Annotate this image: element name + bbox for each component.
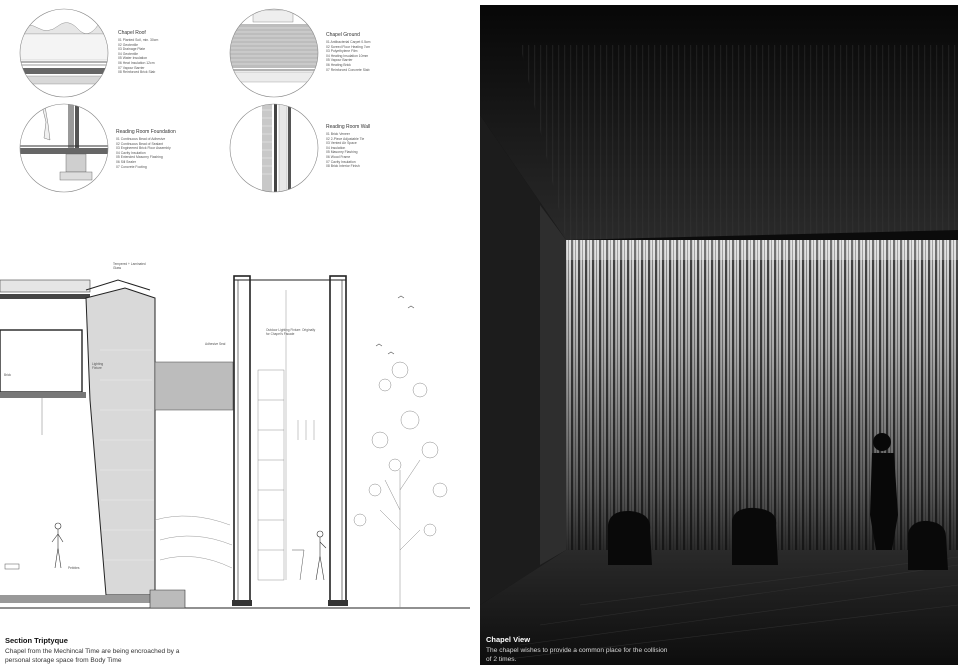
section-caption: Section Triptyque Chapel from the Mechin… <box>5 636 205 665</box>
detail-item: 08 Reinforced Brick Slab <box>118 70 156 75</box>
detail-title: Reading Room Wall <box>326 124 371 130</box>
detail-reading-room-foundation: Reading Room Foundation 01 Continuous Be… <box>18 102 218 194</box>
detail-item: 05 Water Insulation <box>118 56 148 61</box>
seat-silhouette-right <box>908 520 948 570</box>
label-pebbles: Pebbles <box>68 566 80 570</box>
person-figure-reading <box>315 530 327 581</box>
detail-title: Chapel Ground <box>326 32 360 38</box>
detail-item: 03 Polyethylene Film <box>326 49 358 54</box>
detail-item: 07 Concrete Footing <box>116 164 147 169</box>
detail-item: 05 Masonry Flashing <box>326 150 358 155</box>
chapel-render <box>480 5 958 665</box>
seat-silhouette-left <box>608 510 652 565</box>
detail-item: 06 Wood Frame <box>326 154 351 159</box>
section-drawing <box>0 275 470 609</box>
detail-item: 04 Heating Insulation 10mm <box>326 53 369 58</box>
detail-item: 04 Geotextile <box>118 51 138 56</box>
label-outdoor-lighting: Outdoor Lighting Fixture: Originally for… <box>266 328 316 336</box>
detail-list: 01 Planted Soil, min. 30cm 02 Geotextile… <box>118 38 158 75</box>
tree-sketch <box>353 361 448 608</box>
person-silhouette <box>870 433 898 550</box>
chapel-view-title: Chapel View <box>486 635 531 644</box>
detail-item: 04 Insulation <box>326 145 346 150</box>
label-brick: Brick <box>4 373 12 377</box>
detail-item: 06 Sill Sealer <box>116 159 136 164</box>
detail-item: 03 Engineered Brick Floor Assembly <box>116 146 171 151</box>
detail-item: 05 Vapour Barrier <box>326 58 353 63</box>
detail-item: 01 Brick Veneer <box>326 132 350 136</box>
detail-item: 02 Continuous Bead of Sealant <box>116 141 163 146</box>
detail-circle-chapel-ground <box>229 8 319 98</box>
drawing-panel: Chapel Roof 01 Planted Soil, min. 30cm 0… <box>0 0 470 671</box>
detail-item: 07 Cavity Insulation <box>326 159 356 164</box>
detail-reading-room-wall: Reading Room Wall 01 Brick Veneer 02 2-P… <box>228 102 428 194</box>
detail-circle-wall <box>229 103 319 193</box>
detail-item: 06 Heat Insulation 12cm <box>118 60 155 65</box>
seat-silhouette-mid <box>732 507 778 565</box>
detail-item: 06 Heating Brick <box>326 62 351 67</box>
detail-item: 08 Brick Interior Finish <box>326 164 360 169</box>
detail-item: 03 Vented Air Space <box>326 141 357 146</box>
section-caption-title: Section Triptyque <box>5 636 68 645</box>
detail-item: 02 Screed Floor Heating 7cm <box>326 44 371 49</box>
detail-item: 02 Geotextile <box>118 42 138 47</box>
label-lighting-fixture: Lighting Fixture <box>92 362 104 370</box>
label-adhesive-seal: Adhesive Seal <box>205 342 226 346</box>
person-figure <box>51 522 64 569</box>
chapel-view-image <box>480 5 958 665</box>
detail-title: Reading Room Foundation <box>116 129 176 135</box>
section-caption-text: Chapel from the Mechincal Time are being… <box>5 648 180 664</box>
detail-circle-foundation <box>19 103 109 193</box>
bird-marks <box>375 295 415 355</box>
chapel-view-text: The chapel wishes to provide a common pl… <box>486 647 668 663</box>
label-tempered-glass: Tempered + Laminated Glass <box>113 262 146 270</box>
detail-item: 05 Extended Masonry Flashing <box>116 155 163 160</box>
detail-chapel-ground: Chapel Ground 01 Antibacterial Carpet 0.… <box>228 8 428 98</box>
detail-item: 04 Cavity Insulation <box>116 150 146 155</box>
detail-list: 01 Continuous Bead of Adhesive 02 Contin… <box>116 137 171 169</box>
chapel-view-caption: Chapel View The chapel wishes to provide… <box>486 635 671 664</box>
detail-item: 07 Vapour Barrier <box>118 65 145 70</box>
detail-item: 03 Drainage Plate <box>118 47 146 52</box>
detail-circle-chapel-roof <box>19 8 109 98</box>
detail-chapel-roof: Chapel Roof 01 Planted Soil, min. 30cm 0… <box>18 8 218 98</box>
detail-list: 01 Antibacterial Carpet 0.5cm 02 Screed … <box>326 40 370 72</box>
detail-item: 01 Planted Soil, min. 30cm <box>118 38 159 42</box>
detail-item: 07 Reinforced Concrete Slab <box>326 67 370 72</box>
detail-item: 02 2-Piece Adjustable Tie <box>326 136 365 141</box>
detail-list: 01 Brick Veneer 02 2-Piece Adjustable Ti… <box>326 132 364 169</box>
detail-title: Chapel Roof <box>118 30 146 36</box>
detail-item: 01 Antibacterial Carpet 0.5cm <box>326 40 371 44</box>
detail-item: 01 Continuous Bead of Adhesive <box>116 137 166 141</box>
